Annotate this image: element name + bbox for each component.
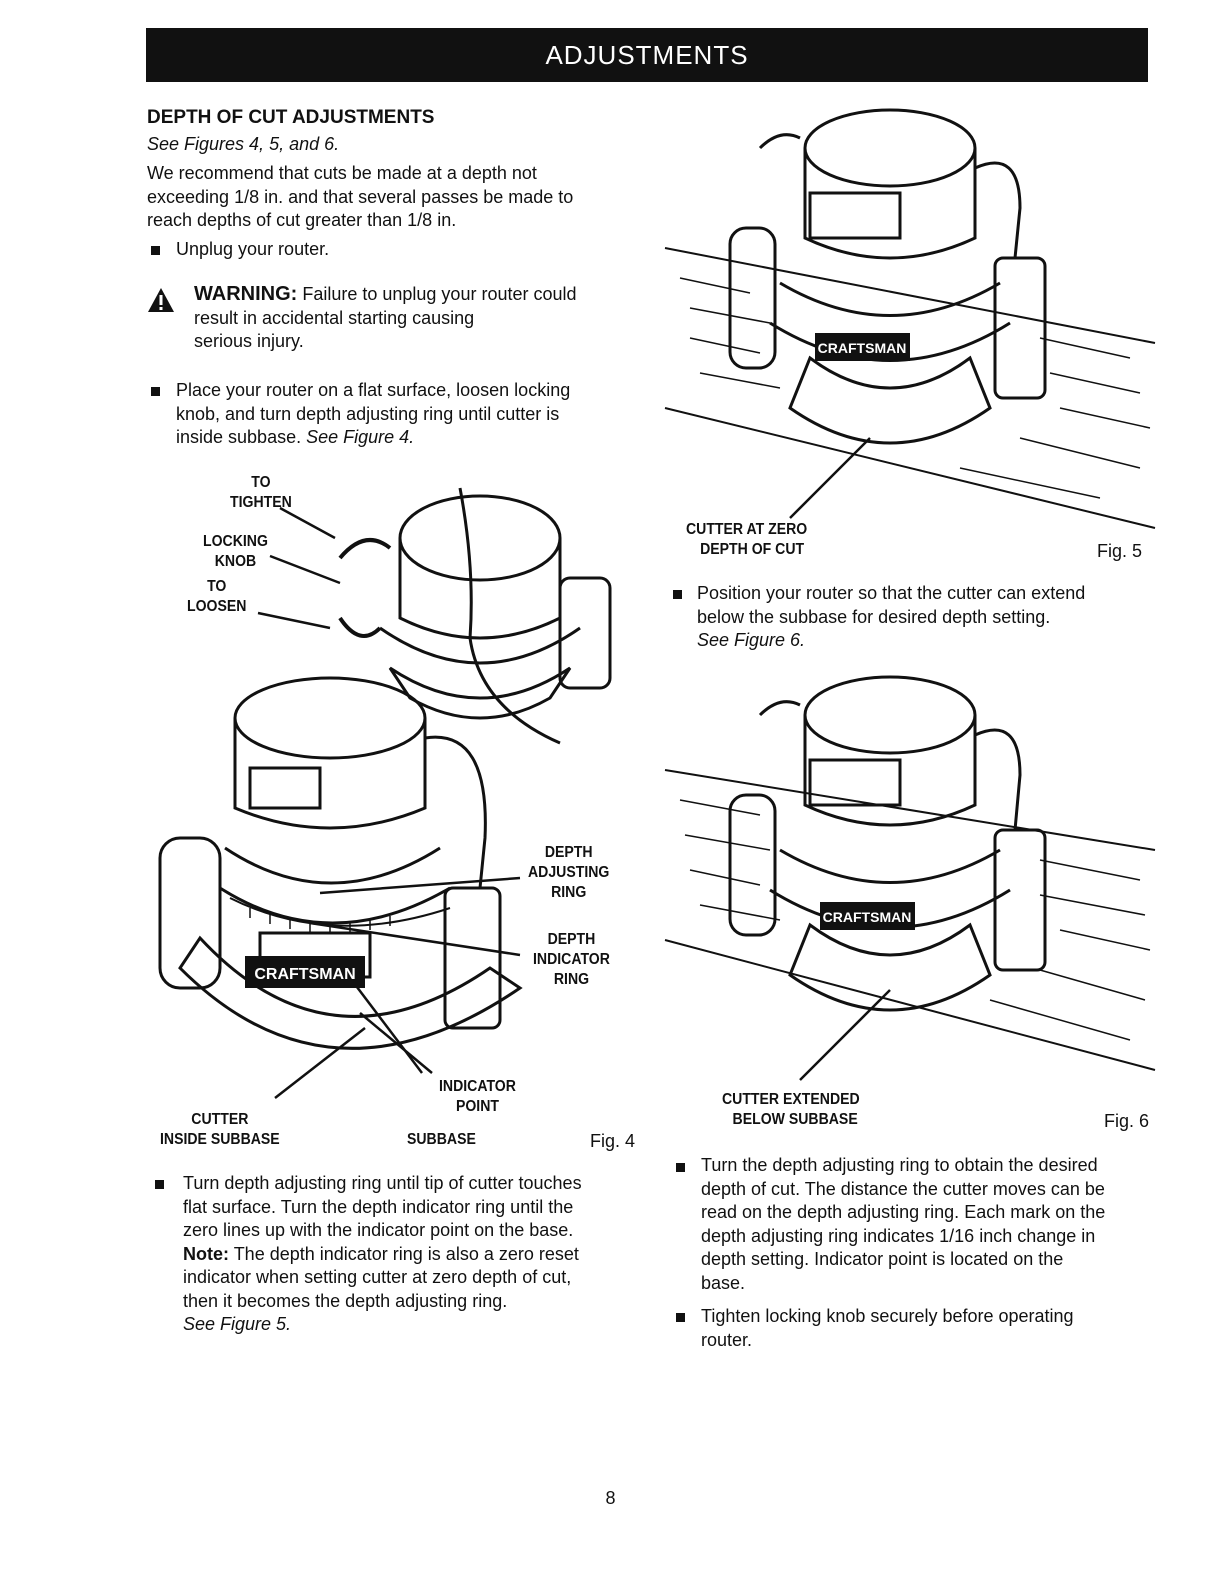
bullet-square — [151, 246, 160, 255]
see-figure-4: See Figure 4. — [306, 427, 415, 447]
callout-line: LOOSEN — [187, 598, 247, 615]
callout-line: TIGHTEN — [230, 494, 292, 511]
warning-label: WARNING: — [194, 283, 298, 305]
bullet-tighten-line: router. — [701, 1329, 753, 1350]
callout-line: LOCKING — [203, 533, 268, 550]
bullet-turn-ring-line: Turn the depth adjusting ring to obtain … — [701, 1155, 1098, 1175]
figure-6-router-illustration: CRAFTSMAN — [664, 675, 1156, 1081]
header-banner: ADJUSTMENTS — [146, 28, 1148, 82]
callout-locking-knob: LOCKING KNOB — [203, 532, 268, 572]
callout-line: ADJUSTING — [528, 864, 610, 881]
bullet-turn-line: zero lines up with the indicator point o… — [183, 1220, 574, 1240]
bullet-turn-ring-line: depth adjusting ring indicates 1/16 inch… — [701, 1225, 1096, 1246]
bullet-turn-line: flat surface. Turn the depth indicator r… — [183, 1196, 574, 1217]
warning-line: Failure to unplug your router could — [302, 284, 577, 304]
callout-to-loosen: TO LOOSEN — [187, 577, 246, 617]
bullet-place: Place your router on a flat surface, loo… — [176, 379, 570, 450]
callout-line: POINT — [455, 1098, 499, 1115]
section-title: DEPTH OF CUT ADJUSTMENTS — [147, 107, 435, 128]
bullet-turn: Turn depth adjusting ring until tip of c… — [183, 1172, 582, 1337]
callout-line: BELOW SUBBASE — [732, 1111, 858, 1128]
bullet-turn-ring-line: base. — [701, 1272, 746, 1293]
intro-line: reach depths of cut greater than 1/8 in. — [147, 210, 457, 230]
callout-line: CUTTER AT ZERO — [686, 521, 808, 538]
bullet-turn-ring-line: depth setting. Indicator point is locate… — [701, 1249, 1064, 1269]
bullet-place-line: knob, and turn depth adjusting ring unti… — [176, 403, 560, 424]
bullet-square — [673, 590, 682, 599]
callout-line: INDICATOR — [533, 951, 610, 968]
bullet-square — [155, 1180, 164, 1189]
figure-4-router-illustration: CRAFTSMAN — [158, 487, 612, 1099]
fig5-brand-label: CRAFTSMAN — [818, 340, 907, 356]
fig5-caption: CUTTER AT ZERO DEPTH OF CUT — [686, 520, 807, 560]
bullet-position-line: Position your router so that the cutter … — [697, 583, 1086, 603]
bullet-turn-line: Turn depth adjusting ring until tip of c… — [183, 1173, 582, 1193]
callout-subbase: SUBBASE — [407, 1131, 476, 1148]
bullet-position: Position your router so that the cutter … — [697, 582, 1085, 653]
bullet-square — [676, 1163, 685, 1172]
intro-line: exceeding 1/8 in. and that several passe… — [147, 186, 574, 207]
figure-5-router-illustration: CRAFTSMAN — [664, 108, 1156, 529]
callout-indicator-point: INDICATOR POINT — [439, 1077, 516, 1117]
warning-line: serious injury. — [194, 331, 304, 351]
warning-line: result in accidental starting causing — [194, 307, 475, 328]
bullet-turn-line: indicator when setting cutter at zero de… — [183, 1267, 572, 1287]
bullet-tighten: Tighten locking knob securely before ope… — [701, 1305, 1074, 1352]
warning-block: WARNING: Failure to unplug your router c… — [194, 283, 577, 354]
callout-line: CUTTER EXTENDED — [722, 1091, 860, 1108]
fig6-caption: CUTTER EXTENDED BELOW SUBBASE — [722, 1090, 860, 1130]
see-figure-5: See Figure 5. — [183, 1314, 292, 1334]
bullet-place-line: Place your router on a flat surface, loo… — [176, 380, 571, 400]
callout-line: TO — [207, 578, 227, 595]
intro-line: We recommend that cuts be made at a dept… — [147, 163, 537, 183]
callout-line: DEPTH OF CUT — [700, 541, 805, 558]
callout-line: RING — [553, 971, 590, 988]
callout-line: DEPTH — [544, 844, 593, 861]
bullet-position-line: below the subbase for desired depth sett… — [697, 606, 1051, 627]
figure-4-label: Fig. 4 — [590, 1131, 636, 1151]
callout-line: RING — [551, 884, 587, 901]
bullet-tighten-line: Tighten locking knob securely before ope… — [701, 1306, 1074, 1326]
bullet-turn-ring-line: depth of cut. The distance the cutter mo… — [701, 1178, 1105, 1199]
bullet-square — [151, 387, 160, 396]
bullet-unplug: Unplug your router. — [176, 239, 330, 259]
callout-cutter-inside-subbase: CUTTER INSIDE SUBBASE — [160, 1110, 280, 1150]
callout-line: INSIDE SUBBASE — [160, 1131, 280, 1148]
see-figures-note: See Figures 4, 5, and 6. — [147, 134, 340, 154]
callout-line: CUTTER — [191, 1111, 249, 1128]
callout-line: INDICATOR — [439, 1078, 516, 1095]
callout-depth-indicator-ring: DEPTH INDICATOR RING — [533, 930, 610, 990]
bullet-turn-ring: Turn the depth adjusting ring to obtain … — [701, 1154, 1105, 1295]
warning-triangle-icon — [148, 288, 174, 312]
figure-6-label: Fig. 6 — [1104, 1111, 1150, 1131]
bullet-square — [676, 1313, 685, 1322]
fig6-brand-label: CRAFTSMAN — [823, 909, 912, 925]
callout-line: KNOB — [214, 553, 257, 570]
figure-5-label: Fig. 5 — [1097, 541, 1143, 561]
callout-to-tighten: TO TIGHTEN — [230, 473, 292, 513]
callout-line: TO — [251, 474, 271, 491]
bullet-place-line: inside subbase. — [176, 427, 302, 447]
see-figure-6: See Figure 6. — [697, 630, 806, 650]
bullet-turn-line: then it becomes the depth adjusting ring… — [183, 1290, 508, 1311]
callout-line: DEPTH — [547, 931, 596, 948]
page-header-title: ADJUSTMENTS — [545, 39, 749, 70]
fig4-brand-label: CRAFTSMAN — [254, 966, 355, 983]
note-label: Note: — [183, 1243, 229, 1264]
intro-paragraph: We recommend that cuts be made at a dept… — [147, 162, 573, 233]
bullet-turn-ring-line: read on the depth adjusting ring. Each m… — [701, 1202, 1106, 1222]
page-number: 8 — [605, 1488, 616, 1508]
bullet-turn-line: The depth indicator ring is also a zero … — [233, 1243, 579, 1264]
callout-depth-adjusting-ring: DEPTH ADJUSTING RING — [528, 843, 609, 903]
